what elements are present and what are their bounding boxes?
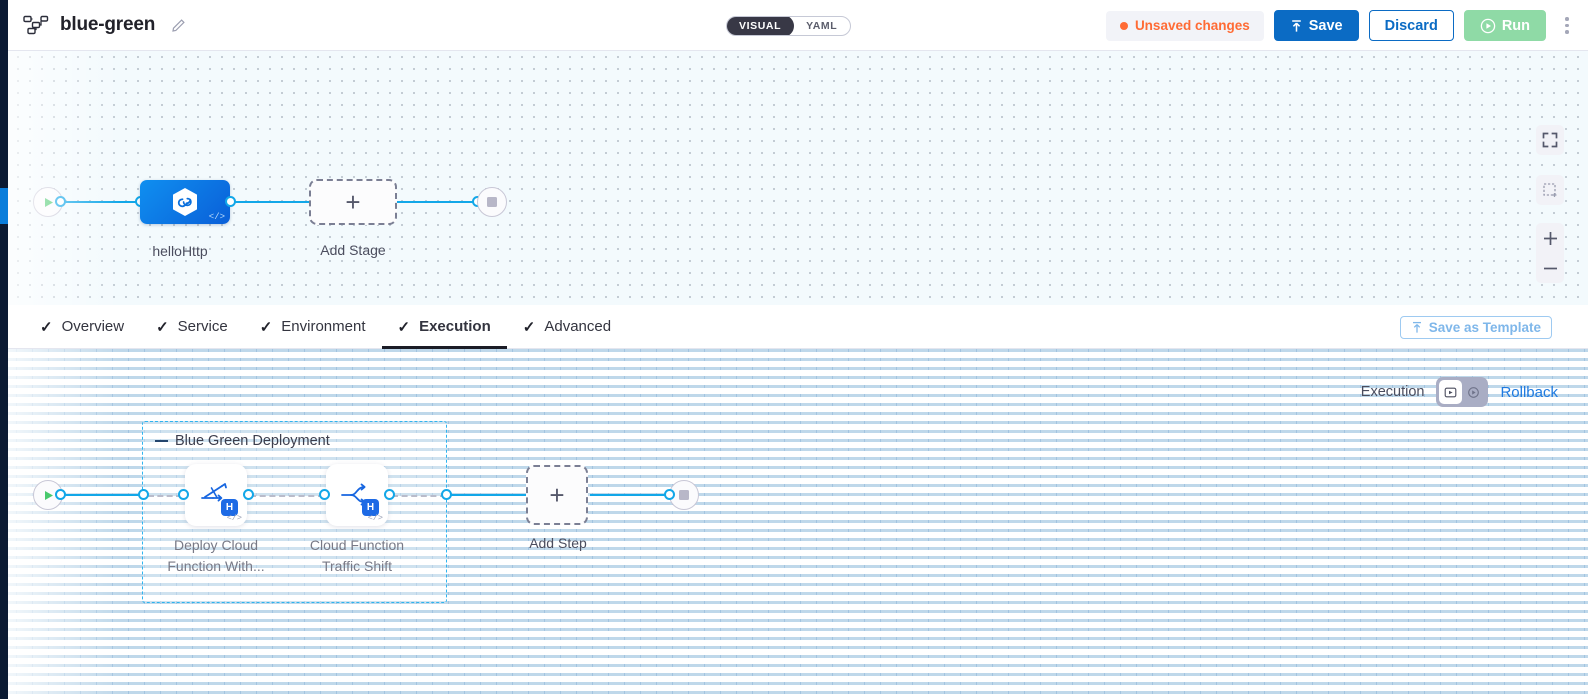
tab-service[interactable]: ✓ Service <box>140 305 244 349</box>
step-group-title-label: Blue Green Deployment <box>175 433 330 449</box>
edge-group-in <box>148 495 182 497</box>
save-as-template-button[interactable]: Save as Template <box>1399 316 1552 339</box>
play-icon <box>44 490 53 500</box>
step-code-tag: </> <box>367 513 383 523</box>
plus-icon: + <box>345 187 361 217</box>
discard-button[interactable]: Discard <box>1368 10 1454 41</box>
fit-screen-icon[interactable] <box>1536 125 1564 155</box>
step-node-deploy-cloud-function[interactable]: H </> <box>185 464 247 526</box>
save-as-template-label: Save as Template <box>1428 320 1541 335</box>
unsaved-dot-icon <box>1119 21 1128 30</box>
step2-output-port[interactable] <box>384 489 395 500</box>
check-icon: ✓ <box>259 318 273 336</box>
unsaved-changes-label: Unsaved changes <box>1134 18 1250 33</box>
tab-execution-label: Execution <box>419 318 491 335</box>
header-actions: Unsaved changes Save Discard Run <box>1105 0 1578 51</box>
add-step-button[interactable]: + <box>526 465 588 525</box>
unsaved-changes-badge: Unsaved changes <box>1105 10 1264 41</box>
add-stage-button[interactable]: + <box>309 179 397 225</box>
app-header: blue-green VISUAL YAML Unsaved changes <box>0 0 1588 51</box>
zoom-controls[interactable] <box>1536 223 1564 283</box>
edge-start-to-stage <box>58 201 146 204</box>
tab-environment-label: Environment <box>281 318 366 335</box>
save-button[interactable]: Save <box>1273 10 1359 41</box>
step1-input-port[interactable] <box>178 489 189 500</box>
step-node-cloud-function-traffic-shift-label: Cloud Function Traffic Shift <box>309 537 405 574</box>
execution-end-port[interactable] <box>664 489 675 500</box>
stop-icon <box>487 197 497 207</box>
step1-output-port[interactable] <box>243 489 254 500</box>
tab-execution[interactable]: ✓ Execution <box>381 305 508 349</box>
tab-advanced[interactable]: ✓ Advanced <box>507 305 627 349</box>
run-button[interactable]: Run <box>1463 10 1546 41</box>
harness-hexagon-icon <box>173 188 197 216</box>
zoom-to-selection-control[interactable] <box>1536 175 1564 205</box>
discard-button-label: Discard <box>1384 17 1438 34</box>
pipeline-end-node[interactable] <box>477 187 507 217</box>
step-node-cloud-function-traffic-shift[interactable]: H </> <box>326 464 388 526</box>
play-icon <box>44 197 53 207</box>
upload-template-icon <box>1412 321 1421 333</box>
tab-overview[interactable]: ✓ Overview <box>24 305 140 349</box>
step-group-header: Blue Green Deployment <box>155 433 330 449</box>
zoom-out-icon[interactable] <box>1536 253 1564 283</box>
execution-canvas[interactable]: Execution Rollback <box>0 349 1588 699</box>
tab-environment[interactable]: ✓ Environment <box>244 305 382 349</box>
stage-config-tabs: ✓ Overview ✓ Service ✓ Environment ✓ Exe… <box>0 305 1588 349</box>
save-button-label: Save <box>1308 17 1343 34</box>
edge-step1-to-step2 <box>250 495 324 497</box>
pipeline-nodes-icon <box>23 15 49 35</box>
check-icon: ✓ <box>156 318 169 336</box>
execution-start-port[interactable] <box>55 489 66 500</box>
mode-toggle-yaml[interactable]: YAML <box>806 20 838 32</box>
edge-addstep-to-end <box>590 494 674 497</box>
left-nav-rail <box>0 0 8 699</box>
tab-service-label: Service <box>177 318 228 335</box>
mode-toggle-visual[interactable]: VISUAL <box>727 17 795 35</box>
group-input-port[interactable] <box>138 489 149 500</box>
step2-input-port[interactable] <box>319 489 330 500</box>
step-code-tag: </> <box>226 513 242 523</box>
rollback-link[interactable]: Rollback <box>1500 383 1558 401</box>
left-nav-rail-active-indicator <box>0 188 8 224</box>
kebab-menu-icon[interactable] <box>1556 10 1578 41</box>
stop-icon <box>679 490 689 500</box>
pencil-icon[interactable] <box>168 14 190 36</box>
tab-advanced-label: Advanced <box>544 318 612 335</box>
rollback-view-icon[interactable] <box>1462 380 1485 404</box>
run-button-label: Run <box>1501 17 1530 34</box>
edge-start-to-group <box>58 494 144 497</box>
stage-node-hellohttp[interactable]: </> <box>140 180 230 224</box>
stage-output-port[interactable] <box>225 196 236 207</box>
header-left-group: blue-green <box>0 14 190 36</box>
group-output-port[interactable] <box>441 489 452 500</box>
add-stage-label: Add Stage <box>320 242 386 258</box>
collapse-dash-icon[interactable] <box>155 440 168 442</box>
execution-rollback-switch[interactable] <box>1436 377 1489 407</box>
stage-node-label: helloHttp <box>152 243 208 259</box>
check-icon: ✓ <box>40 318 53 336</box>
zoom-in-icon[interactable] <box>1536 223 1564 253</box>
add-step-label: Add Step <box>529 535 587 551</box>
visual-yaml-toggle[interactable]: VISUAL YAML <box>726 16 852 36</box>
tab-overview-label: Overview <box>61 318 125 335</box>
step-node-deploy-cloud-function-label: Deploy Cloud Function With... <box>167 537 265 574</box>
zoom-to-selection-icon[interactable] <box>1536 175 1564 205</box>
stage-canvas[interactable]: </> helloHttp + Add Stage <box>0 51 1588 305</box>
upload-icon <box>1291 19 1301 32</box>
stage-code-tag: </> <box>208 212 225 222</box>
play-circle-icon <box>1480 18 1496 33</box>
execution-view-icon[interactable] <box>1439 380 1463 404</box>
check-icon: ✓ <box>397 318 411 336</box>
execution-toolbar: Execution Rollback <box>1361 377 1558 407</box>
check-icon: ✓ <box>522 318 536 336</box>
edge-group-out <box>392 495 446 497</box>
edge-group-to-addstep <box>450 494 526 497</box>
plus-icon: + <box>549 480 565 510</box>
page-title: blue-green <box>60 14 156 35</box>
execution-toolbar-label: Execution <box>1360 384 1425 400</box>
start-port[interactable] <box>55 196 66 207</box>
fit-screen-control[interactable] <box>1536 125 1564 155</box>
